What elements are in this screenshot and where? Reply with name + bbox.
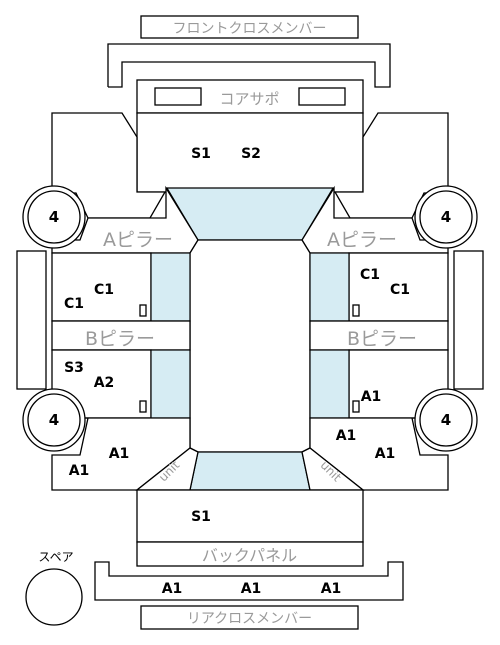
front-door-left-handle	[139, 304, 147, 317]
b-pillar-left[interactable]	[51, 320, 191, 351]
rocker-panel-left[interactable]	[16, 250, 47, 390]
hood-code-right: S2	[241, 146, 261, 162]
wheel-front-left[interactable]: 4	[22, 185, 86, 249]
wheel-rear-left[interactable]: 4	[22, 388, 86, 452]
rear-door-left-code-a: S3	[64, 360, 84, 376]
front-door-left-window[interactable]	[150, 252, 191, 322]
front-door-left-code-a: C1	[94, 282, 114, 298]
front-door-right-handle	[352, 304, 360, 317]
a-pillar-left-label: Aピラー	[103, 229, 173, 251]
rear-quarter-left[interactable]	[51, 417, 191, 491]
wheel-rear-right-code: 4	[441, 411, 451, 429]
trunk-code: S1	[191, 509, 211, 525]
rear-quarter-left-code-b: A1	[69, 463, 90, 479]
b-pillar-left-label: Bピラー	[85, 328, 155, 350]
front-door-right-window[interactable]	[309, 252, 350, 322]
core-support-label: コアサポ	[219, 90, 279, 108]
front-cross-member-bracket[interactable]	[107, 43, 391, 88]
core-support-slot-left	[154, 87, 202, 106]
front-cross-member-box[interactable]	[140, 15, 359, 39]
front-door-right-code-a: C1	[360, 267, 380, 283]
rear-door-left-handle	[139, 400, 147, 413]
trunk-panel[interactable]	[136, 489, 364, 543]
front-door-left-code-b: C1	[64, 296, 84, 312]
spare-tire[interactable]	[25, 568, 83, 626]
spare-label: スペア	[38, 550, 73, 564]
rear-cross-member-label: リアクロスメンバー	[187, 611, 312, 627]
wheel-front-right-code: 4	[441, 208, 451, 226]
wheel-front-left-code: 4	[49, 208, 59, 226]
rear-member-code-3: A1	[321, 581, 342, 597]
roof-panel[interactable]	[189, 239, 311, 453]
front-door-left[interactable]	[51, 252, 152, 322]
core-support-slot-right	[298, 87, 346, 106]
b-pillar-right[interactable]	[309, 320, 449, 351]
hood-code-left: S1	[191, 146, 211, 162]
rear-quarter-right[interactable]	[309, 417, 449, 491]
rear-quarter-right-code-b: A1	[375, 446, 396, 462]
wheel-front-right[interactable]: 4	[414, 185, 478, 249]
wheel-rear-right[interactable]: 4	[414, 388, 478, 452]
b-pillar-right-label: Bピラー	[347, 328, 417, 350]
rocker-panel-right[interactable]	[453, 250, 484, 390]
rear-door-right-window[interactable]	[309, 349, 350, 419]
back-panel[interactable]	[136, 541, 364, 567]
rear-cross-member-box[interactable]	[140, 605, 359, 630]
a-pillar-right-label: Aピラー	[327, 229, 397, 251]
wheel-rear-left-code: 4	[49, 411, 59, 429]
rear-quarter-right-code-a: A1	[336, 428, 357, 444]
front-cross-member-label: フロントクロスメンバー	[173, 21, 327, 37]
rear-door-left-code-b: A2	[94, 375, 115, 391]
rear-door-right-code: A1	[361, 389, 382, 405]
rear-window[interactable]	[189, 451, 311, 491]
rear-door-left-window[interactable]	[150, 349, 191, 419]
rear-member-code-2: A1	[241, 581, 262, 597]
rear-member-code-1: A1	[162, 581, 183, 597]
rear-door-right-handle	[352, 400, 360, 413]
front-door-right-code-b: C1	[390, 282, 410, 298]
rear-cross-member[interactable]	[94, 561, 404, 601]
back-panel-label: バックパネル	[202, 546, 297, 565]
rear-quarter-left-code-a: A1	[109, 446, 130, 462]
